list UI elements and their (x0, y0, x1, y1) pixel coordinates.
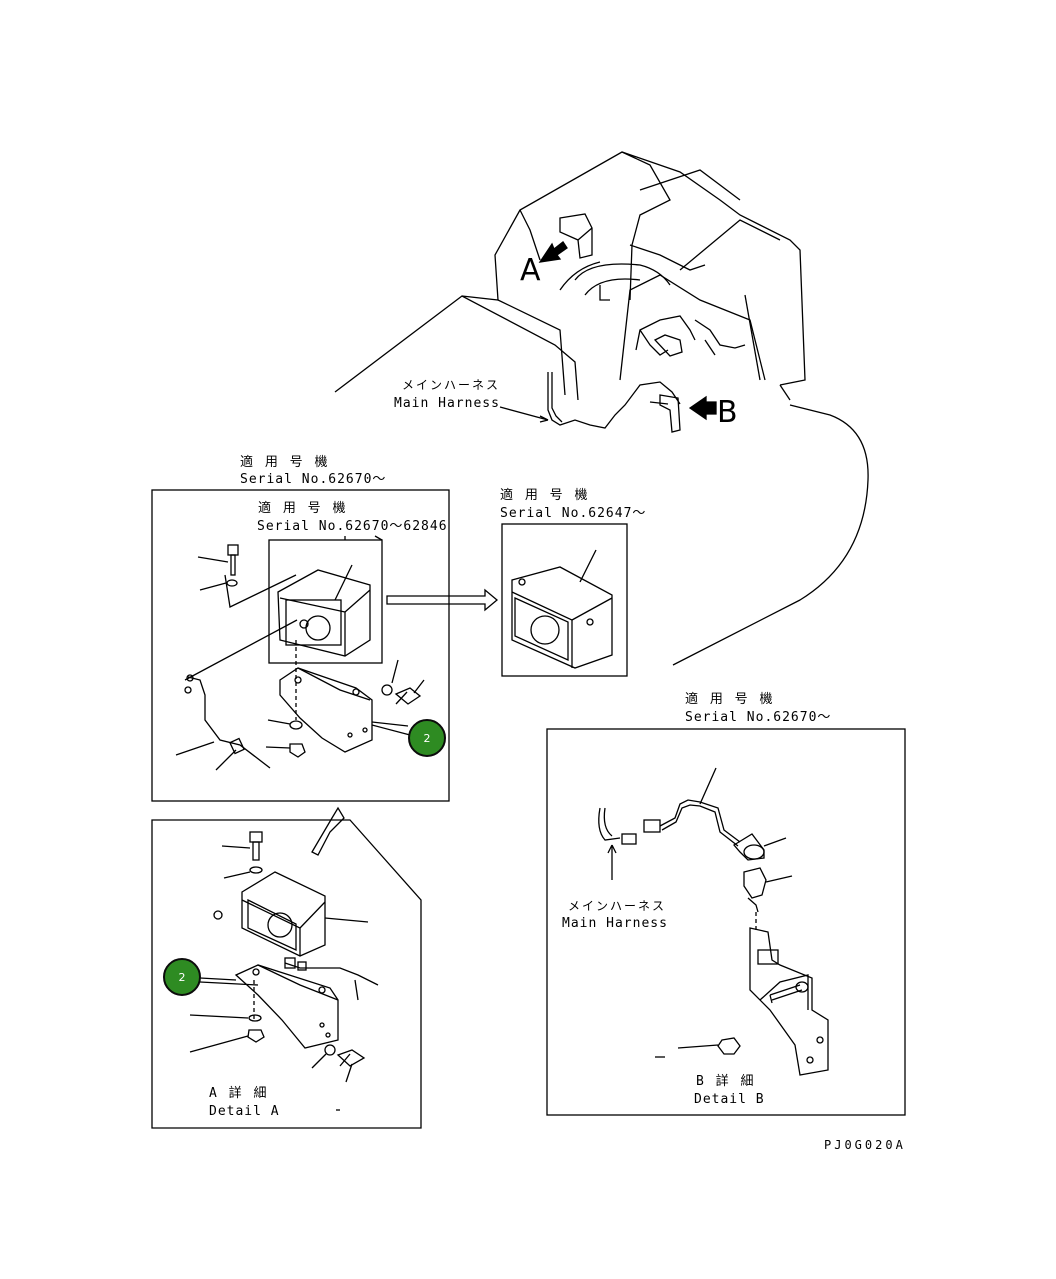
work-lamp-drawing (241, 871, 326, 957)
nut-icon (717, 1037, 741, 1055)
transition-arrow-icon (386, 588, 499, 612)
leader-arrowhead-icon (607, 844, 617, 854)
main-harness-label-jp: メインハーネス (568, 899, 667, 913)
leader-arrowhead-icon (539, 415, 549, 423)
arrow-a-icon (538, 241, 568, 263)
harness-wire-drawing (187, 676, 271, 769)
part-callout-2[interactable]: 2 (163, 958, 201, 996)
panel-right-top-frame (501, 523, 628, 677)
bolt-icon (336, 1049, 366, 1067)
panel-left-top-frame (151, 489, 450, 802)
washer-icon (324, 1044, 336, 1056)
work-lamp-drawing (277, 564, 371, 657)
panel-detail-a-frame (151, 819, 422, 1129)
serial-label-jp: 適 用 号 機 (500, 488, 590, 503)
inner-serial-label-en: Serial No.62670～62846 (257, 519, 448, 534)
work-lamp-drawing (511, 549, 613, 669)
washer-icon (213, 910, 223, 920)
serial-label-jp: 適 用 号 機 (685, 692, 775, 707)
nut-icon (247, 1029, 265, 1043)
bracket-drawing (234, 964, 339, 1049)
switch-bracket-drawing (749, 927, 829, 1076)
detail-b-title-en: Detail B (694, 1092, 765, 1107)
detail-a-title-jp: A 詳 細 (209, 1086, 269, 1101)
inner-serial-label-jp: 適 用 号 機 (258, 501, 348, 516)
bolt-icon (227, 544, 239, 576)
bolt-icon (394, 687, 422, 705)
drawing-code: PJ0G020A (824, 1138, 906, 1152)
lamp-cap-drawing (733, 833, 787, 861)
serial-label-en: Serial No.62670～ (685, 710, 832, 725)
main-harness-label-en: Main Harness (394, 396, 500, 411)
part-callout-2[interactable]: 2 (408, 719, 446, 757)
switch-drawing (743, 867, 793, 913)
harness-wire-drawing (598, 767, 741, 847)
washer-icon (381, 684, 393, 696)
detail-b-marker: B (717, 395, 738, 430)
hardware-leader (224, 574, 297, 608)
main-harness-label-en: Main Harness (562, 916, 668, 931)
washer-icon (249, 866, 263, 874)
nut-icon (289, 743, 306, 758)
up-arrow-icon (311, 806, 345, 856)
serial-label-jp: 適 用 号 機 (240, 455, 330, 470)
bracket-drawing (279, 667, 373, 753)
detail-b-title-jp: B 詳 細 (696, 1074, 756, 1089)
callout-leader (199, 977, 237, 981)
washer-icon (248, 1014, 262, 1022)
washer-icon (289, 720, 303, 730)
detail-a-marker: A (520, 253, 541, 288)
washer-icon (226, 579, 238, 587)
serial-label-en: Serial No.62647～ (500, 506, 647, 521)
detail-a-title-en: Detail A (209, 1104, 280, 1119)
machine-body-drawing (334, 151, 869, 666)
callout-leader (371, 724, 411, 736)
main-harness-label-jp: メインハーネス (402, 378, 501, 392)
main-harness-leader (499, 406, 549, 421)
serial-label-en: Serial No.62670～ (240, 472, 387, 487)
panel-detail-b-frame (546, 728, 906, 1116)
arrow-b-icon (688, 395, 717, 421)
bolt-icon (249, 831, 263, 861)
panel-inner-frame (268, 539, 383, 664)
